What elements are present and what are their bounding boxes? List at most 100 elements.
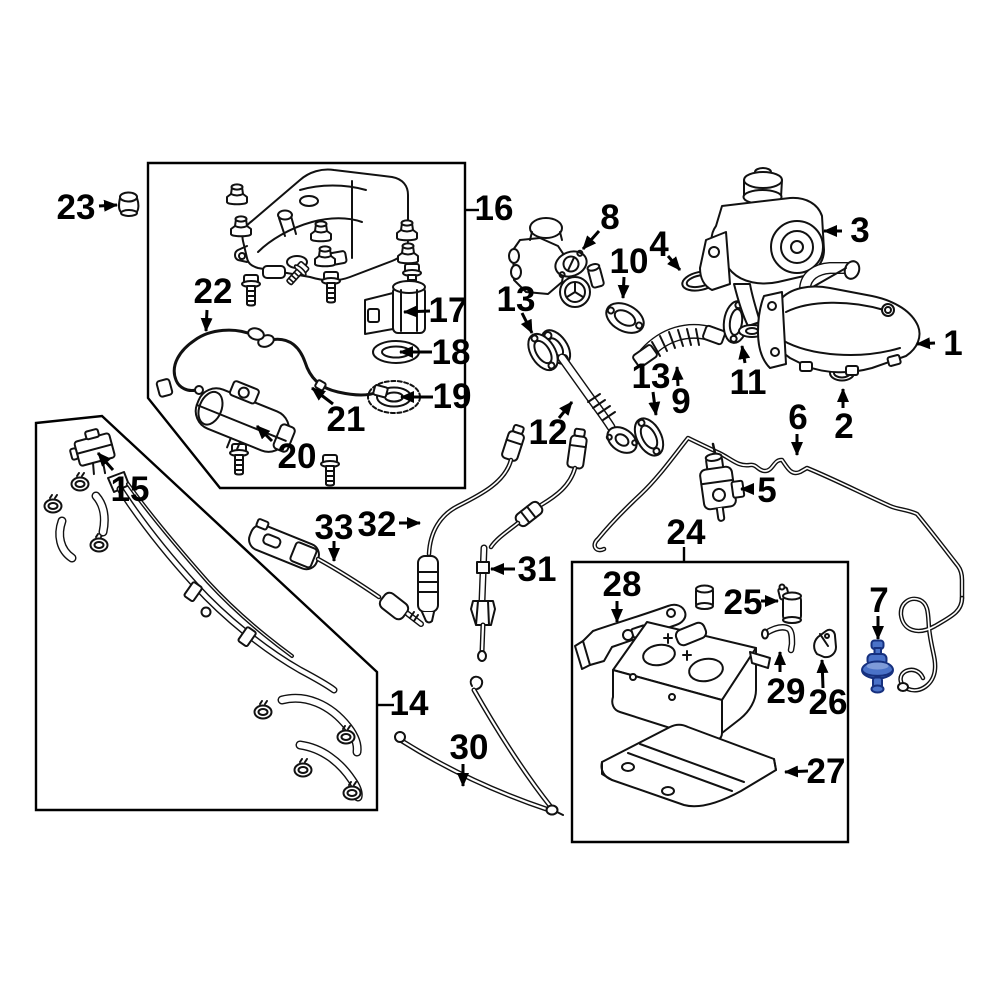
tube-inner — [480, 623, 485, 654]
callout-label: 13 — [632, 357, 671, 396]
part-26-drawing — [813, 628, 837, 659]
callout-arrow — [311, 386, 334, 406]
callout-11-19[interactable]: 11 — [730, 345, 767, 402]
part-14-tube-drawing — [107, 471, 363, 802]
callout-3-20[interactable]: 3 — [823, 211, 870, 250]
callout-14-33[interactable]: 14 — [378, 684, 429, 723]
callout-label: 24 — [667, 513, 706, 552]
part-27-skid-plate-drawing — [600, 723, 777, 808]
callout-arrow — [403, 305, 431, 318]
part-6-vacuum-line-drawing — [592, 435, 965, 693]
callout-5-24[interactable]: 5 — [740, 471, 777, 510]
callout-label: 9 — [671, 382, 690, 421]
part-7-check-valve-highlighted[interactable] — [861, 639, 894, 694]
callout-label: 23 — [57, 188, 96, 227]
callout-label: 11 — [730, 363, 767, 402]
callout-29-28[interactable]: 29 — [767, 651, 806, 711]
callout-arrow — [816, 659, 829, 689]
callout-23-0[interactable]: 23 — [57, 188, 118, 227]
callout-arrow — [617, 276, 630, 299]
callout-19-5[interactable]: 19 — [400, 377, 471, 416]
callout-label: 29 — [767, 672, 806, 711]
tube-inner — [479, 545, 487, 604]
callout-arrow — [784, 765, 809, 778]
tube-inner — [593, 437, 963, 599]
part-9-hose-drawing — [632, 323, 726, 368]
tube-inner — [317, 558, 380, 598]
callout-label: 13 — [497, 280, 536, 319]
callout-13-14[interactable]: 13 — [632, 357, 671, 416]
callout-label: 4 — [649, 225, 669, 264]
callout-arrow — [916, 337, 936, 350]
callout-arrow — [557, 401, 574, 419]
tube-inner — [428, 459, 512, 555]
callout-label: 5 — [757, 471, 776, 510]
tube-inner — [127, 483, 293, 657]
callout-12-12[interactable]: 12 — [529, 401, 574, 452]
callout-label: 8 — [600, 198, 619, 237]
callout-label: 21 — [327, 400, 366, 439]
callout-8-18[interactable]: 8 — [581, 198, 620, 250]
callout-10-16[interactable]: 10 — [610, 242, 649, 299]
callout-arrow — [255, 424, 274, 443]
part-8-valve-drawing — [508, 217, 605, 308]
callout-30-32[interactable]: 30 — [450, 728, 489, 787]
tube-inner — [490, 522, 519, 548]
callout-label: 1 — [943, 324, 962, 363]
callout-9-15[interactable]: 9 — [671, 366, 691, 421]
callout-18-4[interactable]: 18 — [399, 333, 470, 372]
tube-inner — [800, 263, 852, 293]
callout-16-1[interactable]: 16 — [466, 189, 513, 228]
callout-label: 12 — [529, 413, 568, 452]
callout-label: 33 — [315, 508, 354, 547]
part-10-gasket-drawing — [605, 302, 645, 334]
callout-28-26[interactable]: 28 — [603, 565, 642, 623]
callout-label: 32 — [358, 505, 397, 544]
tube-inner — [558, 354, 615, 431]
callout-24-25[interactable]: 24 — [667, 513, 706, 561]
callout-32-10[interactable]: 32 — [358, 505, 421, 544]
part-13-gasket-drawing — [628, 412, 670, 462]
callout-26-29[interactable]: 26 — [809, 659, 848, 722]
tube-inner — [899, 597, 963, 692]
callout-13-13[interactable]: 13 — [497, 280, 536, 334]
callout-22-2[interactable]: 22 — [194, 272, 233, 332]
callout-7-30[interactable]: 7 — [869, 581, 889, 640]
callout-label: 22 — [194, 272, 233, 311]
callout-1-21[interactable]: 1 — [916, 324, 963, 363]
tube-inner — [92, 492, 108, 536]
callout-arrow — [96, 452, 115, 471]
tube-inner — [56, 517, 76, 562]
callout-15-8[interactable]: 15 — [96, 452, 149, 509]
callout-label: 20 — [278, 437, 317, 476]
part-1-drawing — [757, 260, 921, 376]
callout-27-31[interactable]: 27 — [784, 752, 845, 791]
callout-arrow — [98, 199, 118, 212]
part-33-bracket-drawing — [248, 518, 424, 627]
callout-33-9[interactable]: 33 — [315, 508, 354, 562]
callout-31-11[interactable]: 31 — [490, 550, 556, 589]
callout-label: 16 — [475, 189, 514, 228]
callout-arrow — [520, 312, 534, 334]
part-29-hose-drawing — [761, 624, 796, 654]
callout-20-7[interactable]: 20 — [255, 424, 317, 476]
part-23-drawing — [117, 191, 140, 217]
callout-label: 30 — [450, 728, 489, 767]
callout-25-27[interactable]: 25 — [724, 583, 779, 622]
part-32-oxygen-sensor-drawing — [417, 424, 525, 624]
part-31-egt-sensor-drawing — [470, 427, 588, 662]
callout-4-17[interactable]: 4 — [649, 225, 682, 271]
callout-label: 14 — [390, 684, 429, 723]
callout-6-23[interactable]: 6 — [788, 398, 808, 456]
tube-inner — [278, 695, 361, 756]
callout-2-22[interactable]: 2 — [834, 388, 854, 446]
tube-inner — [117, 486, 337, 693]
callout-label: 3 — [850, 211, 869, 250]
callout-21-6[interactable]: 21 — [311, 386, 366, 439]
callout-arrow — [648, 391, 661, 416]
callout-arrow — [581, 230, 601, 250]
callout-17-3[interactable]: 17 — [403, 291, 467, 330]
part-5-solenoid-drawing — [699, 452, 746, 522]
